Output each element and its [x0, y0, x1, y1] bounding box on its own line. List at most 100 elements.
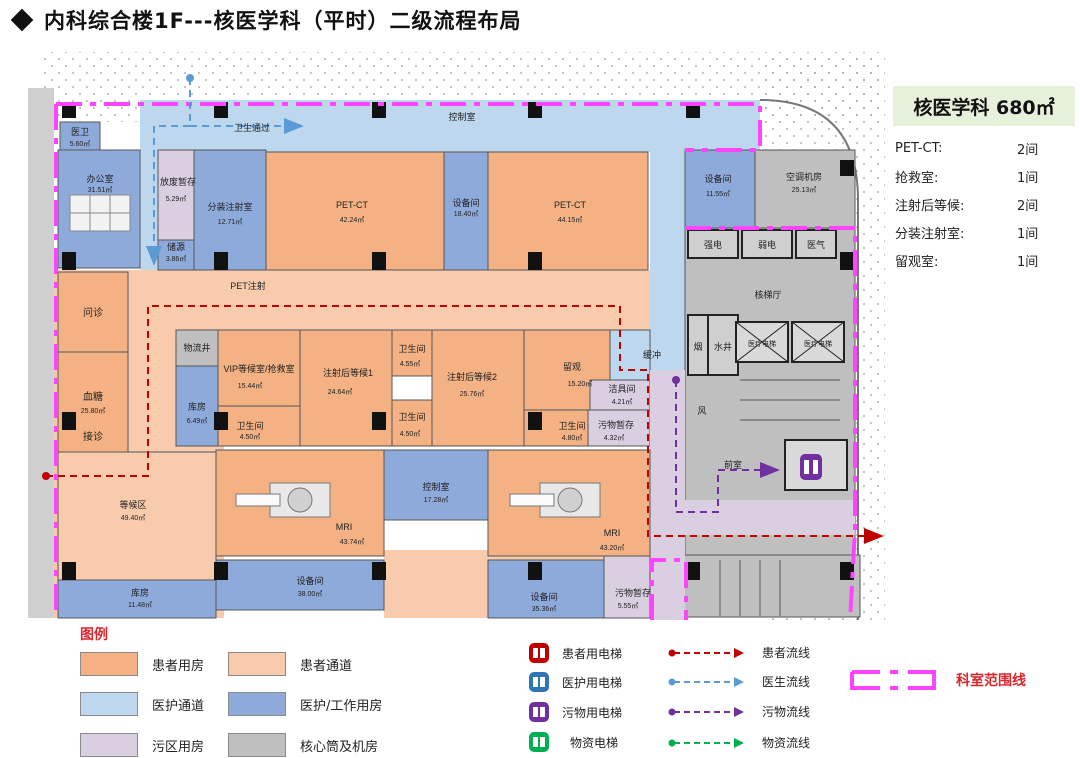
- medical-corridor-right: [650, 100, 685, 370]
- green-arrow-icon: [668, 737, 744, 748]
- area-dirty-storage-1: 4.32㎡: [604, 434, 625, 442]
- area-toilet-3: 4.50㎡: [400, 430, 421, 438]
- legend-title: 图例: [80, 627, 108, 643]
- label-equip-1: 设备间: [452, 197, 479, 208]
- room-cleaning-tools: [589, 379, 651, 411]
- label-toilet-1: 卫生间: [398, 343, 425, 354]
- dirty-corridor: [650, 370, 855, 620]
- label-toilet-2: 卫生间: [236, 420, 263, 431]
- label-control-top: 控制室: [448, 111, 475, 122]
- label-ac-room: 空调机房: [786, 171, 822, 182]
- dirty-elevator-icon: [800, 454, 822, 480]
- area-toilet-1: 4.55㎡: [400, 360, 421, 368]
- area-pet-ct-2: 44.15㎡: [558, 216, 583, 224]
- legend-item: 医护/工作用房: [228, 692, 382, 716]
- room-pet-ct-2: [487, 151, 649, 271]
- scope-line-icon: [850, 670, 936, 690]
- label-logistics-shaft: 物流井: [183, 342, 210, 353]
- area-ac-room: 25.13㎡: [792, 186, 817, 194]
- area-toilet-4: 4.80㎡: [562, 434, 583, 442]
- room-waiting-2: [431, 329, 525, 447]
- area-mri-1: 43.74㎡: [340, 538, 365, 546]
- area-medical-guard: 5.60㎡: [70, 140, 91, 148]
- summary-row: 注射后等候:2间: [893, 190, 1075, 218]
- legend-swatch: [228, 692, 286, 716]
- room-buffer: [609, 329, 651, 381]
- label-waiting-2: 注射后等候2: [447, 371, 497, 382]
- area-equip-1: 18.40㎡: [454, 210, 479, 218]
- left-edge-strip: [28, 88, 54, 618]
- room-control-mid: [383, 449, 489, 521]
- summary-value: 1间: [1017, 226, 1039, 242]
- label-strong-power: 强电: [704, 239, 722, 250]
- label-mri-2: MRI: [604, 528, 621, 538]
- area-observation: 15.20㎡: [568, 380, 593, 388]
- area-dirty-storage-2: 5.55㎡: [618, 602, 639, 610]
- label-storage-1: 库房: [188, 401, 206, 412]
- area-storage-1: 6.49㎡: [187, 417, 208, 425]
- label-hygiene-passage: 卫生通过: [234, 122, 270, 133]
- room-waste-storage: [157, 149, 195, 241]
- label-water-well: 水井: [714, 341, 732, 352]
- legend-swatch: [80, 733, 138, 757]
- label-equip-2: 设备间: [704, 173, 731, 184]
- label-dispensing: 分装注射室: [207, 201, 252, 212]
- legend-flow-label: 物资流线: [762, 736, 811, 750]
- patient-flow-line: [46, 305, 884, 544]
- area-office: 31.51㎡: [88, 186, 113, 194]
- scope-line: [54, 102, 857, 621]
- room-lead-source: [157, 239, 195, 271]
- label-buffer: 缓冲: [643, 349, 661, 360]
- legend-flow-label: 患者流线: [762, 646, 811, 660]
- legend-scope-label: 科室范围线: [956, 673, 1026, 689]
- room-mri-2: [487, 449, 651, 557]
- label-waste-storage: 放废暂存: [160, 176, 196, 187]
- legend-elevator-label: 医护用电梯: [562, 675, 623, 690]
- legend-label: 核心筒及机房: [300, 739, 379, 755]
- room-storage-1: [175, 365, 219, 447]
- area-waiting-area: 49.40㎡: [121, 514, 146, 522]
- legend-flow-label: 医生流线: [762, 675, 811, 689]
- legend-flow: 医生流线: [668, 673, 810, 690]
- label-lead-source: 储源: [167, 241, 185, 252]
- doctor-flow-start: [186, 74, 194, 82]
- room-medical-guard: [59, 121, 101, 151]
- blue-arrow-icon: [668, 676, 744, 687]
- label-pet-ct-2: PET-CT: [554, 200, 587, 210]
- legend-swatch: [80, 692, 138, 716]
- doctor-flow-line: [146, 78, 191, 266]
- floor-plan: 医卫 5.60㎡ 办公室 31.51㎡ 放废暂存 5.29㎡ 储源 3.86㎡ …: [28, 52, 885, 622]
- dirty-flow-line: [675, 380, 780, 513]
- room-equip-3: [215, 559, 385, 611]
- label-vip-waiting: VIP等候室/抢救室: [223, 363, 294, 374]
- patient-flow-start: [42, 472, 50, 480]
- summary-title: 核医学科 680㎡: [893, 86, 1075, 126]
- elevator-icon: [529, 732, 549, 752]
- label-dirty-storage-1: 污物暂存: [598, 419, 634, 430]
- label-weak-power: 弱电: [758, 239, 776, 250]
- label-storage-2: 库房: [131, 587, 149, 598]
- legend-elevator: 污物用电梯: [528, 701, 622, 723]
- legend-flow: 污物流线: [668, 703, 810, 720]
- legend-swatch: [228, 652, 286, 676]
- label-pet-ct-1: PET-CT: [336, 200, 369, 210]
- legend-label: 医护通道: [152, 698, 205, 714]
- legend-flow: 物资流线: [668, 734, 810, 751]
- area-vip-waiting: 15.44㎡: [238, 382, 263, 390]
- red-arrow-icon: [668, 647, 744, 658]
- legend-label: 医护/工作用房: [300, 698, 383, 714]
- area-mri-2: 43.20㎡: [600, 544, 625, 552]
- diamond-icon: [10, 8, 34, 32]
- label-wind: 风: [697, 406, 706, 416]
- room-toilet-3: [391, 399, 433, 447]
- area-equip-4: 35.36㎡: [532, 605, 557, 613]
- legend-item: 核心筒及机房: [228, 733, 378, 757]
- legend-swatch: [80, 652, 138, 676]
- room-mri-1: [215, 449, 385, 557]
- area-dispensing: 12.71㎡: [218, 218, 243, 226]
- dirty-flow-start: [672, 376, 680, 384]
- legend-scope: 科室范围线: [850, 668, 1026, 692]
- legend-flow-label: 污物流线: [762, 705, 811, 719]
- label-medical-guard: 医卫: [71, 127, 89, 137]
- label-medical-gas: 医气: [807, 239, 825, 250]
